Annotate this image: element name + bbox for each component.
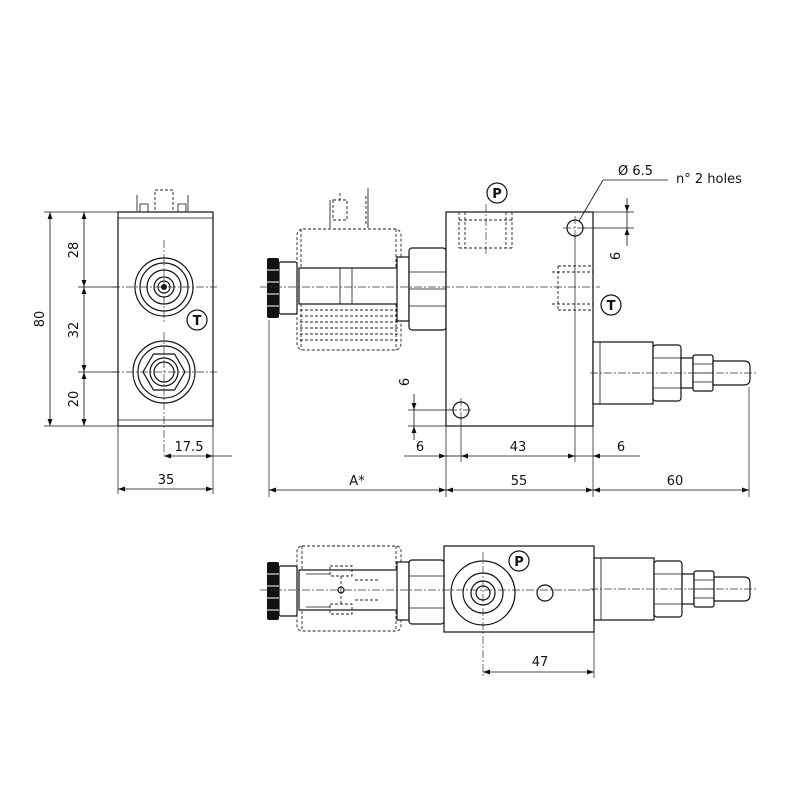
side-port-t-hidden bbox=[552, 265, 593, 311]
front-port-tank-label: T bbox=[193, 314, 202, 329]
dim-cartridge-length: 60 bbox=[667, 474, 684, 489]
side-knurled-knob bbox=[267, 258, 298, 318]
dim-front-top: 28 bbox=[67, 242, 82, 259]
dim-hole-left: 6 bbox=[416, 440, 424, 455]
side-port-p-hidden bbox=[458, 204, 513, 256]
top-knurled-knob bbox=[267, 562, 298, 620]
top-port-pressure: P bbox=[508, 550, 530, 572]
dim-hole-bottom: 6 bbox=[398, 378, 413, 386]
dim-hole-pitch: 43 bbox=[510, 440, 527, 455]
front-view: T bbox=[112, 189, 217, 455]
dim-front-offset: 17.5 bbox=[175, 440, 204, 455]
dim-coil-length: A* bbox=[349, 474, 365, 489]
top-small-port bbox=[536, 584, 554, 602]
front-connector bbox=[136, 189, 189, 213]
side-dimensions: 6 6 6 43 6 A* 55 60 bbox=[268, 198, 750, 497]
top-coil bbox=[296, 545, 402, 632]
top-dimensions: 47 bbox=[483, 632, 595, 678]
dim-front-width: 35 bbox=[158, 473, 175, 488]
front-dimensions: 80 28 32 20 35 17.5 bbox=[33, 211, 232, 494]
side-coil-winding bbox=[300, 309, 398, 341]
side-port-tank: T bbox=[600, 294, 622, 316]
hole-annotation: Ø 6.5 n° 2 holes bbox=[578, 164, 742, 222]
dim-front-mid: 32 bbox=[67, 322, 82, 339]
front-port-tank: T bbox=[186, 309, 208, 331]
dim-hole-top: 6 bbox=[609, 252, 624, 260]
side-tube bbox=[298, 267, 400, 305]
dim-body-length: 55 bbox=[511, 474, 528, 489]
dim-hole-right: 6 bbox=[617, 440, 625, 455]
side-port-tank-label: T bbox=[607, 299, 616, 314]
dim-front-bottom: 20 bbox=[67, 391, 82, 408]
hole-diameter-label: Ø 6.5 bbox=[618, 164, 653, 179]
top-body bbox=[443, 545, 595, 633]
top-view: P bbox=[260, 545, 758, 676]
hole-count-label: n° 2 holes bbox=[676, 172, 742, 187]
side-connector bbox=[329, 188, 369, 228]
side-hex-nut bbox=[396, 247, 447, 331]
side-view: P T bbox=[260, 182, 758, 427]
side-body bbox=[445, 211, 594, 427]
side-port-pressure: P bbox=[486, 182, 508, 204]
top-hex-nut bbox=[396, 559, 445, 625]
top-port-pressure-label: P bbox=[514, 555, 524, 570]
dim-front-height: 80 bbox=[33, 311, 48, 328]
side-port-pressure-label: P bbox=[492, 187, 502, 202]
dim-top-port: 47 bbox=[532, 655, 549, 670]
